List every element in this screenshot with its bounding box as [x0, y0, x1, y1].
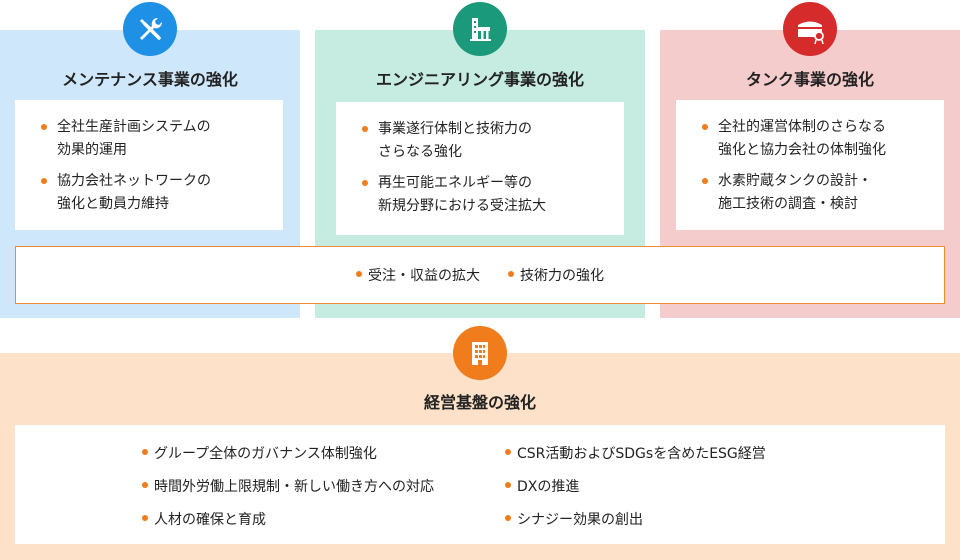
list-item: 時間外労働上限規制・新しい働き方への対応 — [142, 476, 434, 496]
list-item: CSR活動およびSDGsを含めたESG経営 — [505, 443, 766, 463]
list-item: 再生可能エネルギー等の 新規分野における受注拡大 — [362, 172, 614, 218]
list-item: シナジー効果の創出 — [505, 509, 643, 529]
engineering-title: エンジニアリング事業の強化 — [375, 70, 584, 89]
building-icon — [453, 326, 507, 380]
engineering-card: 事業遂行体制と技術力の さらなる強化 再生可能エネルギー等の 新規分野における受… — [336, 102, 624, 235]
list-item: DXの推進 — [505, 476, 579, 496]
shared-goals-bar: 受注・収益の拡大 技術力の強化 — [15, 246, 945, 304]
maintenance-title: メンテナンス事業の強化 — [62, 70, 238, 89]
tank-title: タンク事業の強化 — [745, 70, 874, 89]
list-item: 人材の確保と育成 — [142, 509, 266, 529]
tank-icon — [783, 2, 837, 56]
shared-item: 技術力の強化 — [508, 265, 604, 285]
base-card: グループ全体のガバナンス体制強化 時間外労働上限規制・新しい働き方への対応 人材… — [15, 425, 945, 544]
wrench-screwdriver-icon — [123, 2, 177, 56]
list-item: 全社的運営体制のさらなる 強化と協力会社の体制強化 — [702, 116, 934, 162]
tank-card: 全社的運営体制のさらなる 強化と協力会社の体制強化 水素貯蔵タンクの設計・ 施工… — [676, 100, 944, 230]
list-item: 事業遂行体制と技術力の さらなる強化 — [362, 118, 614, 164]
list-item: 全社生産計画システムの 効果的運用 — [41, 116, 273, 162]
base-title: 経営基盤の強化 — [423, 393, 536, 412]
list-item: 協力会社ネットワークの 強化と動員力維持 — [41, 170, 273, 216]
list-item: 水素貯蔵タンクの設計・ 施工技術の調査・検討 — [702, 170, 934, 216]
maintenance-card: 全社生産計画システムの 効果的運用 協力会社ネットワークの 強化と動員力維持 — [15, 100, 283, 230]
shared-item: 受注・収益の拡大 — [356, 265, 480, 285]
factory-icon — [453, 2, 507, 56]
list-item: グループ全体のガバナンス体制強化 — [142, 443, 377, 463]
